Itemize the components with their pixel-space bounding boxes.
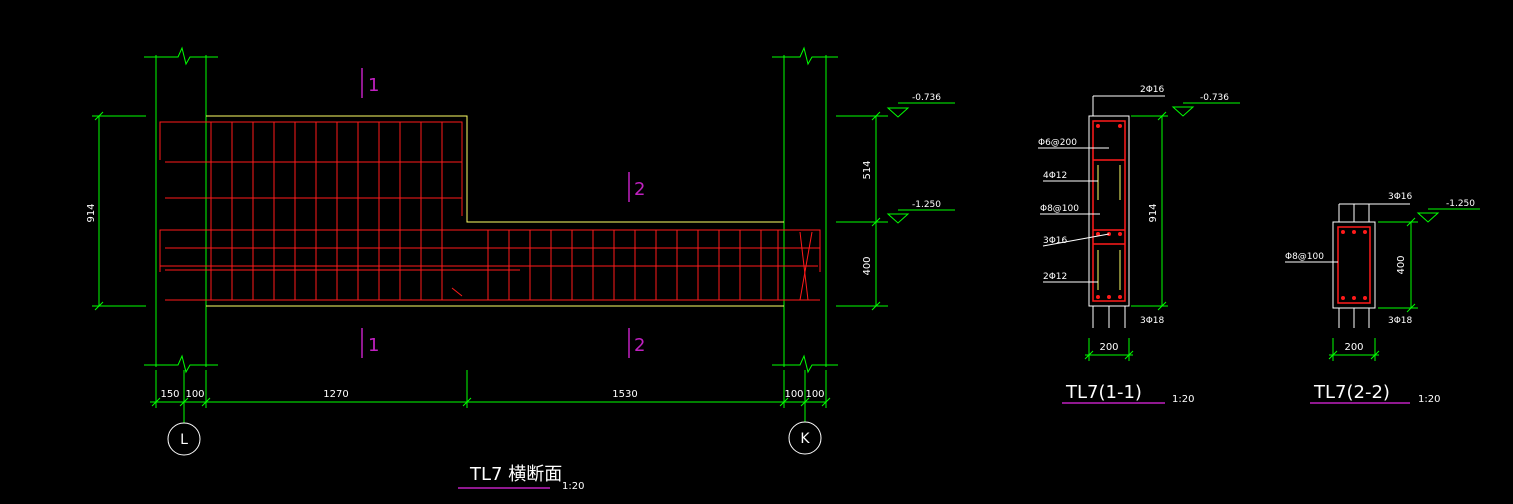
s2-title: TL7(2-2) — [1313, 382, 1390, 403]
s2-dim-width: 200 — [1344, 342, 1363, 353]
level-marker-lower — [886, 209, 955, 224]
s1-label-mid-bars: 3Φ16 — [1043, 236, 1068, 246]
dim-right-514: 514 — [862, 160, 873, 179]
s2-dim-height: 400 — [1396, 255, 1407, 274]
s2-label-top: 3Φ16 — [1388, 192, 1413, 202]
dim-150: 150 — [160, 389, 179, 400]
axis-bubble-L — [167, 422, 201, 456]
s1-dim-height: 914 — [1148, 203, 1159, 222]
elevation-view: 1 1 2 2 914 514 400 — [86, 46, 955, 492]
dim-100-right-b: 100 — [805, 389, 824, 400]
s1-dim-width: 200 — [1099, 342, 1118, 353]
s1-title: TL7(1-1) — [1065, 382, 1142, 403]
s2-scale: 1:20 — [1418, 394, 1440, 405]
s1-label-stirrup: Φ6@200 — [1038, 138, 1077, 148]
level-marker-upper — [886, 102, 955, 118]
dimension-left — [92, 111, 146, 311]
elevation-scale: 1:20 — [562, 481, 584, 492]
level-lower: -1.250 — [912, 200, 941, 210]
dim-100-right-a: 100 — [784, 389, 803, 400]
column-right — [772, 46, 838, 374]
dimension-right — [836, 111, 888, 311]
dim-right-400: 400 — [862, 256, 873, 275]
s1-label-side-upper: 4Φ12 — [1043, 171, 1067, 181]
section-2-2: 3Φ16 Φ8@100 3Φ18 -1.250 400 200 TL7(2-2) — [1285, 192, 1480, 405]
s2-level: -1.250 — [1446, 199, 1475, 209]
s1-label-side-lower: 2Φ12 — [1043, 272, 1067, 282]
dim-left-914: 914 — [86, 203, 97, 222]
level-upper: -0.736 — [912, 93, 941, 103]
s2-label-stirrup: Φ8@100 — [1285, 252, 1324, 262]
dim-1530: 1530 — [612, 389, 637, 400]
s1-level: -0.736 — [1200, 93, 1229, 103]
beam-outline — [206, 115, 784, 223]
elevation-title: TL7 横断面 — [469, 464, 562, 485]
s1-label-bottom: 3Φ18 — [1140, 316, 1165, 326]
section-mark-2-bottom: 2 — [634, 335, 645, 356]
axis-label-K: K — [800, 431, 810, 447]
section-mark-1-top: 1 — [368, 75, 379, 96]
s1-scale: 1:20 — [1172, 394, 1194, 405]
column-left — [144, 46, 218, 374]
section-mark-2-top: 2 — [634, 179, 645, 200]
rebar-elevation — [159, 121, 821, 301]
axis-bubble-K — [788, 421, 822, 455]
section-mark-1-bottom: 1 — [368, 335, 379, 356]
s2-label-bottom: 3Φ18 — [1388, 316, 1413, 326]
dim-100-left: 100 — [185, 389, 204, 400]
dimension-bottom — [150, 370, 831, 408]
section-1-1: 2Φ16 Φ6@200 4Φ12 Φ8@100 3Φ16 2Φ12 3Φ18 -… — [1038, 85, 1240, 405]
s1-label-top: 2Φ16 — [1140, 85, 1165, 95]
axis-label-L: L — [180, 432, 188, 448]
section-marks: 1 1 2 2 — [361, 68, 645, 358]
dim-1270: 1270 — [323, 389, 348, 400]
s1-label-stirrup-lower: Φ8@100 — [1040, 204, 1079, 214]
